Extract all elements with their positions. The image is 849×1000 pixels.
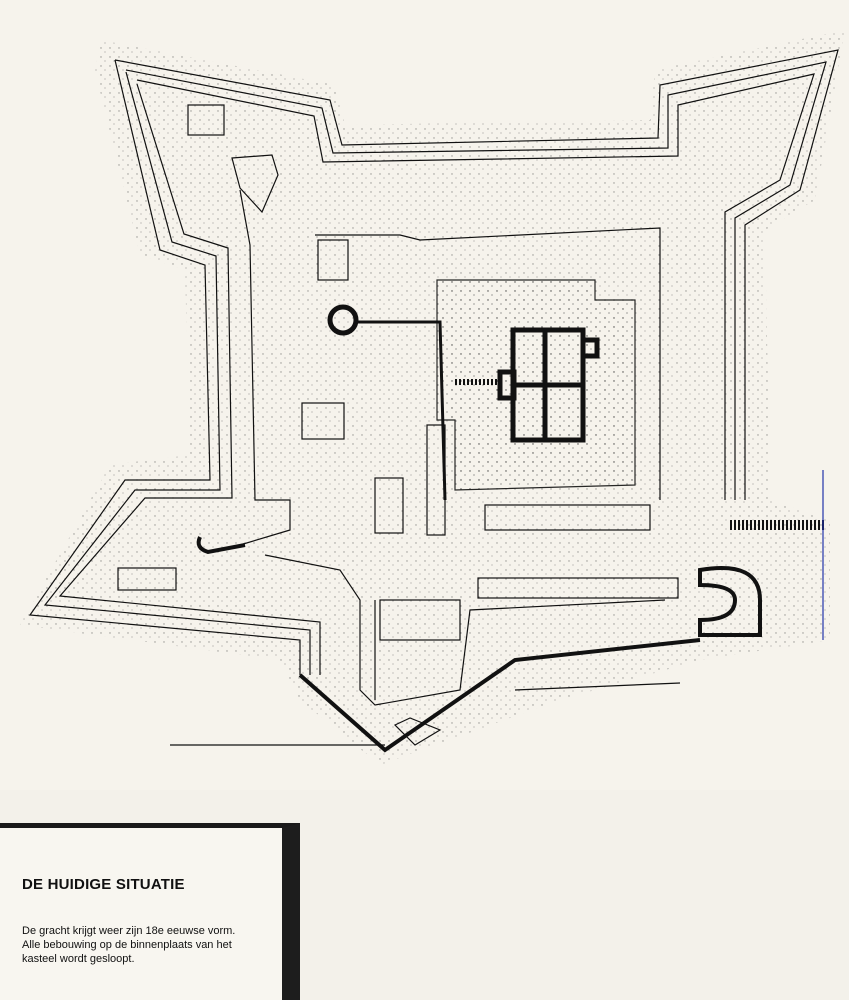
outer-wall — [114, 49, 839, 500]
castle-floor-plan — [20, 30, 845, 765]
caption-text: De gracht krijgt weer zijn 18e eeuwse vo… — [22, 924, 292, 966]
caption-line: De gracht krijgt weer zijn 18e eeuwse vo… — [22, 925, 236, 937]
caption-panel: DE HUIDIGE SITUATIE De gracht krijgt wee… — [0, 823, 300, 1000]
caption-line: Alle bebouwing op de binnenplaats van he… — [22, 939, 232, 951]
caption-line: kasteel wordt gesloopt. — [22, 953, 135, 965]
round-tower — [327, 304, 359, 336]
inner-wall — [315, 227, 661, 500]
caption-title: DE HUIDIGE SITUATIE — [22, 876, 185, 893]
moat-stipple — [20, 30, 845, 765]
